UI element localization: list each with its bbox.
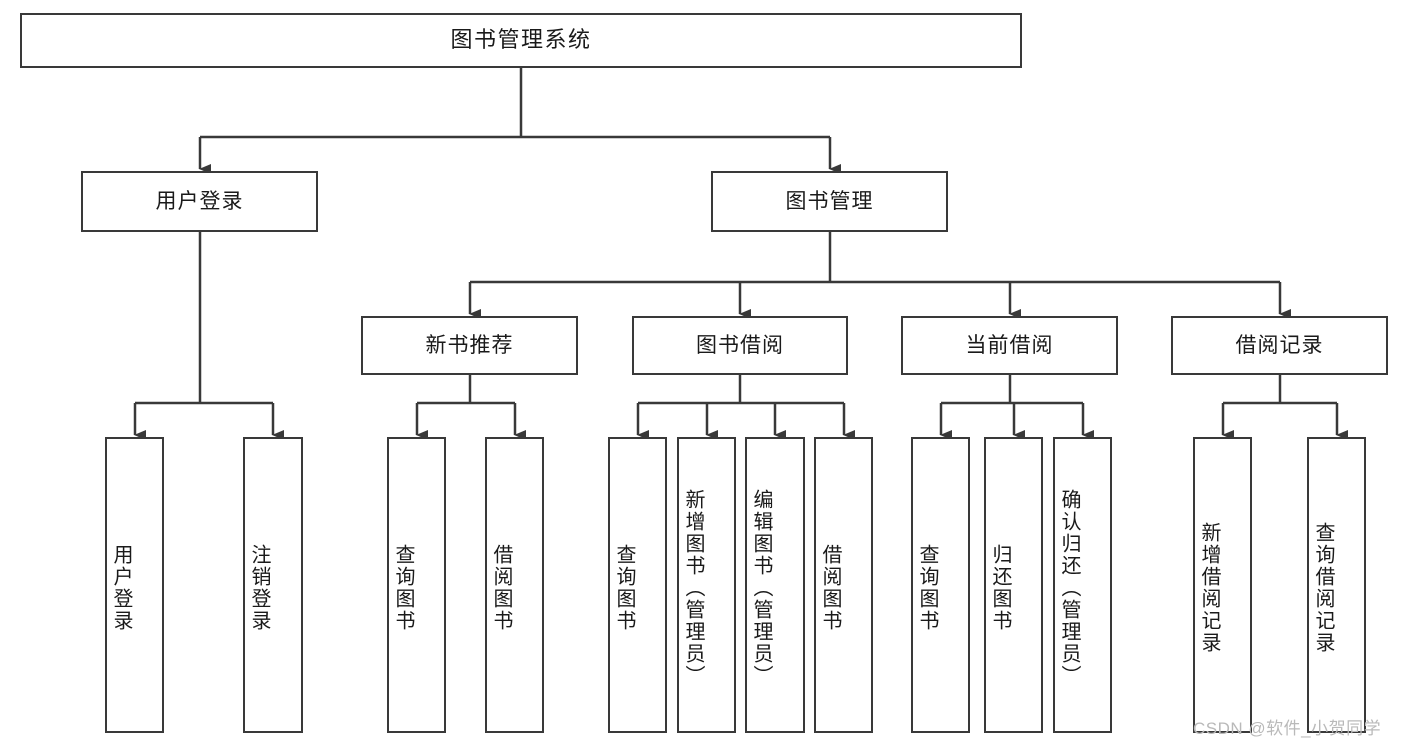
node-label: 用户登录 — [155, 189, 244, 213]
node-label: 新书推荐 — [425, 333, 514, 357]
watermark-credit: CSDN @软件_小贺同学 — [1193, 719, 1382, 738]
node-label: 注销登录 — [248, 544, 270, 632]
node-recommend-query-book[interactable]: 查询图书 — [387, 437, 446, 733]
node-book-borrow[interactable]: 图书借阅 — [632, 316, 848, 375]
node-borrow-edit-book[interactable]: 编辑图书（管理员） — [745, 437, 805, 733]
node-borrow-borrow-book[interactable]: 借阅图书 — [814, 437, 873, 733]
node-borrow-query-book[interactable]: 查询图书 — [608, 437, 667, 733]
node-current-borrow[interactable]: 当前借阅 — [901, 316, 1118, 375]
node-label: 确认归还（管理员） — [1058, 489, 1080, 687]
node-user-login[interactable]: 用户登录 — [81, 171, 318, 232]
node-current-query-book[interactable]: 查询图书 — [911, 437, 970, 733]
node-label: 借阅图书 — [490, 544, 512, 632]
node-book-management[interactable]: 图书管理 — [711, 171, 948, 232]
node-user-login-logout[interactable]: 注销登录 — [243, 437, 303, 733]
node-new-book-recommend[interactable]: 新书推荐 — [361, 316, 578, 375]
node-label: 图书管理系统 — [450, 27, 592, 53]
node-record-query[interactable]: 查询借阅记录 — [1307, 437, 1366, 733]
node-label: 查询图书 — [916, 544, 938, 632]
node-label: 借阅图书 — [819, 544, 841, 632]
node-label: 新增图书（管理员） — [682, 489, 704, 687]
node-label: 图书管理 — [785, 189, 874, 213]
node-user-login-login[interactable]: 用户登录 — [105, 437, 164, 733]
node-current-return-book[interactable]: 归还图书 — [984, 437, 1043, 733]
node-record-add[interactable]: 新增借阅记录 — [1193, 437, 1252, 733]
node-label: 编辑图书（管理员） — [750, 489, 772, 687]
node-label: 查询图书 — [613, 544, 635, 632]
node-label: 当前借阅 — [965, 333, 1054, 357]
node-label: 用户登录 — [110, 544, 132, 632]
node-borrow-add-book[interactable]: 新增图书（管理员） — [677, 437, 736, 733]
node-label: 图书借阅 — [696, 333, 784, 357]
node-label: 新增借阅记录 — [1198, 522, 1220, 654]
node-label: 查询借阅记录 — [1312, 522, 1334, 654]
node-label: 查询图书 — [392, 544, 414, 632]
node-label: 借阅记录 — [1235, 333, 1324, 357]
node-label: 归还图书 — [989, 544, 1011, 632]
node-recommend-borrow-book[interactable]: 借阅图书 — [485, 437, 544, 733]
node-borrow-record[interactable]: 借阅记录 — [1171, 316, 1388, 375]
node-current-confirm-return[interactable]: 确认归还（管理员） — [1053, 437, 1112, 733]
node-root[interactable]: 图书管理系统 — [20, 13, 1022, 68]
